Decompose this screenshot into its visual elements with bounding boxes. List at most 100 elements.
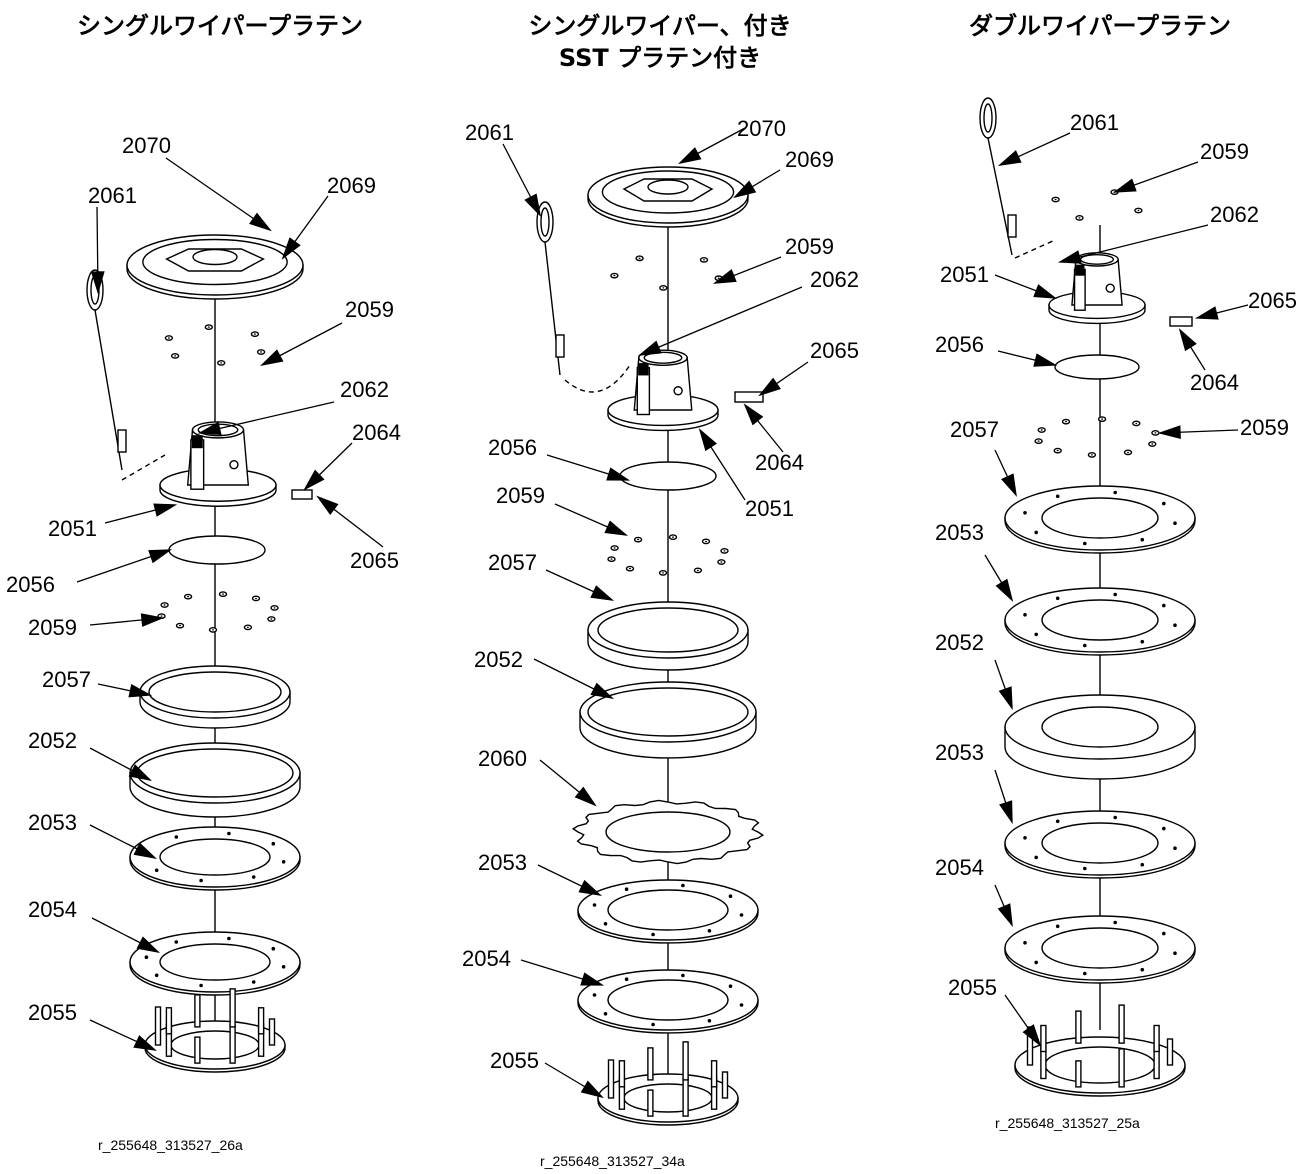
arrowhead-2061 xyxy=(997,150,1022,166)
arrowhead-2065 xyxy=(758,377,781,397)
part-2061-dipstick xyxy=(86,269,127,471)
arrowhead-2056 xyxy=(1033,353,1058,367)
column-2-title-line-1: シングルワイパー、付き xyxy=(528,12,792,40)
part-2053-plate xyxy=(129,826,301,891)
arrowhead-2064 xyxy=(303,469,325,491)
part-2061-hose xyxy=(1014,239,1056,259)
column-3-title: ダブルワイパープラテン xyxy=(920,10,1280,42)
leader-2062 xyxy=(199,401,335,434)
part-2051-housing xyxy=(607,349,719,432)
column-1-figure-id: r_255648_313527_26a xyxy=(98,1137,243,1153)
label-2069: 2069 xyxy=(327,173,376,198)
part-2057-plate xyxy=(1004,485,1196,554)
arrowhead-2054 xyxy=(580,972,605,986)
part-2056-o-ring xyxy=(619,461,717,491)
label-2055: 2055 xyxy=(948,975,997,1000)
label-2070: 2070 xyxy=(122,133,171,158)
label-2064: 2064 xyxy=(352,420,401,445)
part-2054-plate xyxy=(129,931,301,996)
part-2065-fitting xyxy=(1169,316,1193,327)
part-2055-studs xyxy=(597,1041,739,1126)
label-2064: 2064 xyxy=(1190,370,1239,395)
arrowhead-2059 xyxy=(712,269,737,284)
arrowhead-2059 xyxy=(140,613,165,627)
part-2064-fitting xyxy=(734,391,764,403)
part-2059-nuts-lower xyxy=(1034,416,1160,458)
column-1-title: シングルワイパープラテン xyxy=(40,10,400,42)
arrowhead-2055 xyxy=(133,1035,158,1051)
part-2056-o-ring xyxy=(1054,354,1140,380)
part-2054-plate xyxy=(1004,915,1196,984)
part-labels: 2070206920612059206220642051206520562059… xyxy=(6,110,1297,1073)
label-2052: 2052 xyxy=(474,647,523,672)
label-2059: 2059 xyxy=(1200,139,1249,164)
arrowhead-2062 xyxy=(1057,250,1082,264)
label-2070: 2070 xyxy=(737,116,786,141)
label-2069: 2069 xyxy=(785,147,834,172)
parts-drawings xyxy=(86,97,1196,1126)
arrowhead-2053 xyxy=(133,842,158,860)
arrowhead-2057 xyxy=(128,684,153,698)
part-2056-o-ring xyxy=(168,535,266,565)
label-2062: 2062 xyxy=(810,267,859,292)
label-2055: 2055 xyxy=(490,1048,539,1073)
arrowhead-2061 xyxy=(90,271,105,295)
label-2053: 2053 xyxy=(478,850,527,875)
part-2059-nuts-upper xyxy=(1051,189,1143,221)
label-2059: 2059 xyxy=(28,615,77,640)
label-2059: 2059 xyxy=(1240,415,1289,440)
label-2065: 2065 xyxy=(350,548,399,573)
part-2061-dipstick xyxy=(536,201,565,376)
label-2059: 2059 xyxy=(496,483,545,508)
label-2061: 2061 xyxy=(465,120,514,145)
label-2057: 2057 xyxy=(950,417,999,442)
arrowhead-2053 xyxy=(578,879,603,896)
part-2055-studs xyxy=(144,988,286,1073)
label-2064: 2064 xyxy=(755,450,804,475)
label-2051: 2051 xyxy=(940,262,989,287)
label-2054: 2054 xyxy=(462,946,511,971)
arrowhead-2061 xyxy=(524,193,542,218)
leader-2062 xyxy=(1059,224,1209,263)
part-2061-dipstick xyxy=(979,97,1017,256)
label-2052: 2052 xyxy=(28,728,77,753)
arrowhead-2053 xyxy=(999,800,1013,825)
label-2057: 2057 xyxy=(42,667,91,692)
arrowhead-2055 xyxy=(580,1080,604,1099)
part-2052-wiper xyxy=(579,681,757,759)
leader-2070 xyxy=(165,157,271,231)
arrowhead-2057 xyxy=(590,585,615,601)
label-2051: 2051 xyxy=(745,496,794,521)
arrowhead-2052 xyxy=(128,764,152,782)
arrowhead-2055 xyxy=(1022,1024,1042,1047)
label-2065: 2065 xyxy=(1248,288,1297,313)
label-2053: 2053 xyxy=(935,740,984,765)
arrowhead-2053 xyxy=(995,578,1014,602)
label-2065: 2065 xyxy=(810,338,859,363)
arrowhead-2051 xyxy=(153,503,178,517)
label-2062: 2062 xyxy=(1210,202,1259,227)
arrowhead-2059 xyxy=(259,349,284,367)
arrowhead-2054 xyxy=(136,936,161,954)
part-2069-cover xyxy=(126,234,304,300)
part-2051-housing xyxy=(1048,252,1146,325)
part-2053-plate xyxy=(577,879,759,944)
column-1-title-line-1: シングルワイパープラテン xyxy=(76,12,364,40)
part-2061-hose xyxy=(564,364,631,393)
part-2060-scraper xyxy=(571,799,765,865)
label-2052: 2052 xyxy=(935,630,984,655)
arrowhead-2056 xyxy=(148,549,173,564)
arrowhead-2062 xyxy=(637,340,662,356)
part-2059-nuts-upper xyxy=(164,324,266,366)
column-3-title-line-1: ダブルワイパープラテン xyxy=(968,12,1232,40)
arrowhead-2059 xyxy=(1157,425,1181,440)
arrowhead-2059 xyxy=(604,520,629,536)
part-2055-studs xyxy=(1014,1004,1186,1097)
arrowhead-2051 xyxy=(698,428,717,452)
arrowhead-2052 xyxy=(590,682,615,700)
column-3-figure-id: r_255648_313527_25a xyxy=(995,1115,1140,1131)
arrowhead-2051 xyxy=(1033,284,1058,299)
arrowhead-2060 xyxy=(574,786,597,807)
part-2057-wiper xyxy=(587,601,749,671)
